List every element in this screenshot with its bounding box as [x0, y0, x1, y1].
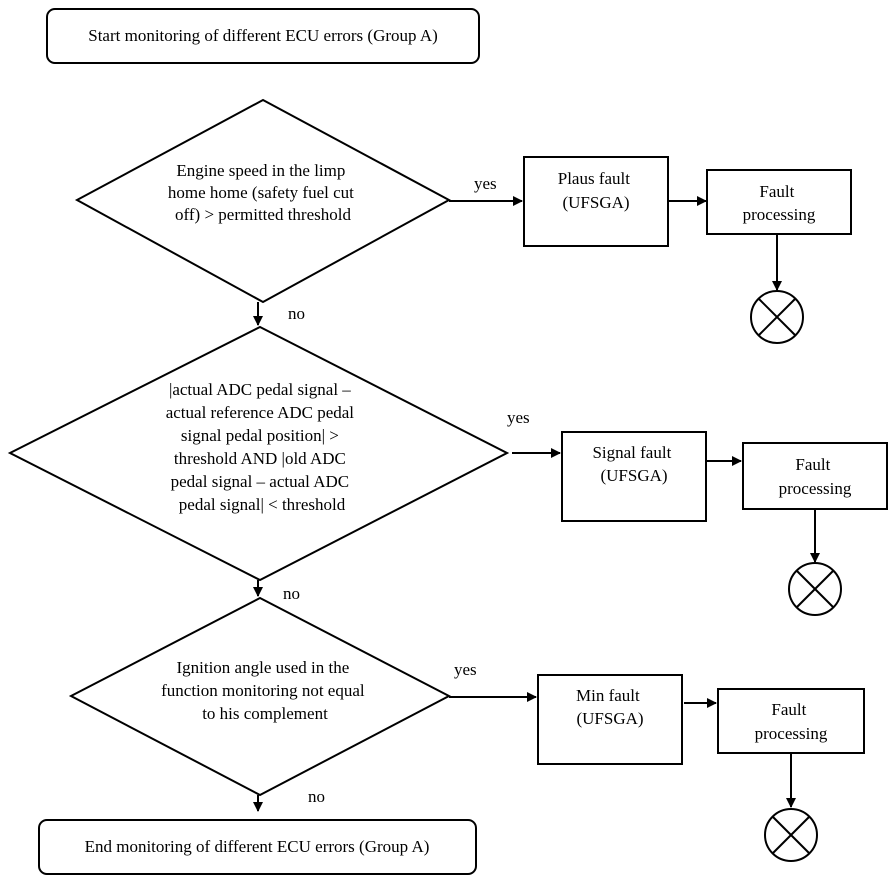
signal-fault-text: Signal fault (UFSGA) — [592, 443, 675, 485]
end-node-3-icon — [764, 808, 818, 862]
plaus-fault-box — [523, 156, 669, 247]
decision-1-diamond — [74, 98, 452, 304]
end-node-1-icon — [750, 290, 804, 344]
decision-3-yes-label: yes — [454, 660, 477, 679]
decision-1-text: Engine speed in the limp home home (safe… — [168, 161, 358, 224]
min-fault-text: Min fault (UFSGA) — [576, 686, 644, 728]
fault-processing-3-box — [717, 688, 865, 754]
signal-fault-box — [561, 431, 707, 522]
fault-processing-2-box — [742, 442, 888, 510]
min-fault-box — [537, 674, 683, 765]
start-terminal — [46, 8, 480, 64]
decision-2-text: |actual ADC pedal signal – actual refere… — [166, 380, 359, 514]
end-label: End monitoring of different ECU errors (… — [85, 837, 430, 856]
decision-1-yes-label: yes — [474, 174, 497, 193]
plaus-fault-text: Plaus fault (UFSGA) — [558, 169, 635, 212]
decision-3-text: Ignition angle used in the function moni… — [161, 658, 369, 723]
decision-3-diamond — [68, 596, 452, 797]
decision-2-diamond — [7, 325, 510, 582]
fault-processing-2-text: Fault processing — [779, 455, 852, 498]
start-label: Start monitoring of different ECU errors… — [88, 26, 438, 45]
fault-processing-3-text: Fault processing — [755, 700, 828, 743]
decision-2-yes-label: yes — [507, 408, 530, 427]
fault-processing-1-text: Fault processing — [743, 182, 816, 224]
decision-2-no-label: no — [283, 584, 300, 603]
fault-processing-1-box — [706, 169, 852, 235]
end-terminal — [38, 819, 477, 875]
decision-3-no-label: no — [308, 787, 325, 806]
end-node-2-icon — [788, 562, 842, 616]
decision-1-no-label: no — [288, 304, 305, 323]
